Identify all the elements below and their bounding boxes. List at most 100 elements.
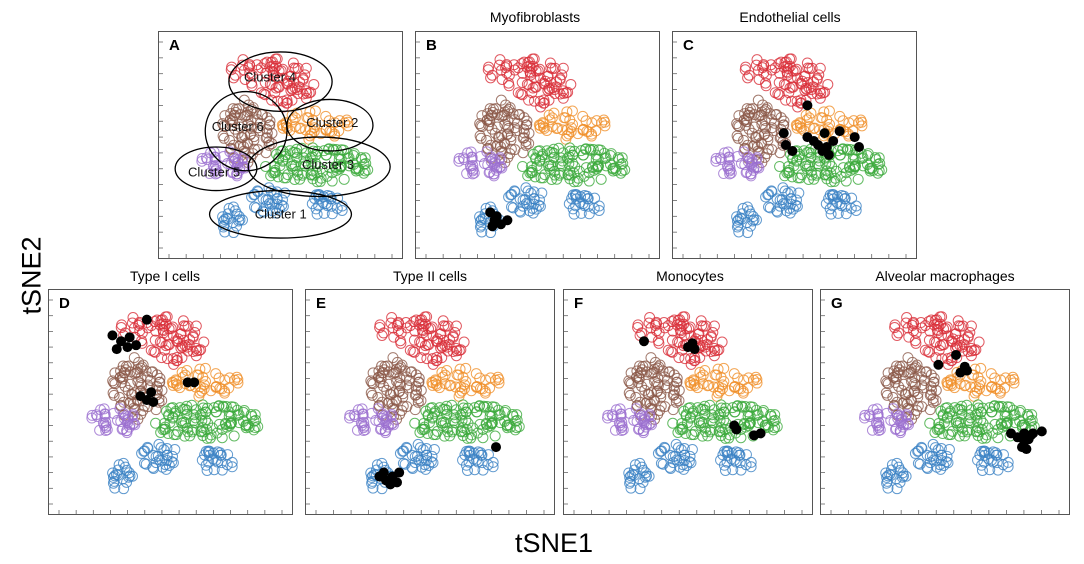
cell-point-cluster6 xyxy=(909,378,921,390)
cell-point-cluster3 xyxy=(572,172,584,184)
cell-point-cluster4 xyxy=(784,82,796,94)
cell-point-cluster4 xyxy=(453,344,465,356)
cell-point-cluster1 xyxy=(476,213,488,225)
cell-point-cluster3 xyxy=(474,400,486,412)
cell-point-cluster3 xyxy=(752,417,764,429)
cell-point-cluster4 xyxy=(751,54,763,66)
cell-point-cluster3 xyxy=(205,429,217,441)
cell-point-cluster6 xyxy=(637,360,649,372)
cell-point-cluster6 xyxy=(391,395,403,407)
cell-point-cluster6 xyxy=(927,396,939,408)
cell-point-cluster5 xyxy=(209,151,221,163)
cell-point-cluster4 xyxy=(923,315,935,327)
cell-point-cluster5 xyxy=(99,408,111,420)
cell-point-cluster3 xyxy=(742,406,754,418)
cell-point-cluster4 xyxy=(190,320,202,332)
cell-point-cluster4 xyxy=(791,63,803,75)
cell-point-cluster1 xyxy=(107,467,119,479)
cell-point-cluster5 xyxy=(873,425,885,437)
cell-point-cluster6 xyxy=(521,115,533,127)
cell-point-cluster4 xyxy=(422,339,434,351)
highlighted-cell xyxy=(107,330,118,341)
cell-point-cluster3 xyxy=(989,418,1001,430)
cell-point-cluster6 xyxy=(887,391,899,403)
cell-point-cluster3 xyxy=(783,164,795,176)
cell-point-cluster5 xyxy=(114,403,126,415)
cell-point-cluster2 xyxy=(1008,373,1020,385)
cell-point-cluster6 xyxy=(108,389,120,401)
cell-point-cluster6 xyxy=(122,384,134,396)
cell-point-cluster4 xyxy=(757,62,769,74)
cell-point-cluster1 xyxy=(652,447,664,459)
cell-point-cluster3 xyxy=(697,430,709,442)
cell-point-cluster3 xyxy=(484,406,496,418)
cell-point-cluster6 xyxy=(502,128,514,140)
cell-point-cluster4 xyxy=(516,77,528,89)
cell-point-cluster4 xyxy=(934,311,946,323)
cell-point-cluster1 xyxy=(517,194,529,206)
cell-point-cluster1 xyxy=(764,202,776,214)
cell-point-cluster4 xyxy=(378,327,390,339)
cell-point-cluster4 xyxy=(923,346,935,358)
cell-point-cluster1 xyxy=(318,207,330,219)
cell-point-cluster3 xyxy=(605,148,617,160)
cell-point-cluster2 xyxy=(803,112,815,124)
cell-point-cluster2 xyxy=(577,110,589,122)
cell-point-cluster1 xyxy=(420,463,432,475)
highlighted-cell xyxy=(854,141,864,152)
cell-point-cluster3 xyxy=(213,418,225,430)
cell-point-cluster2 xyxy=(580,115,592,127)
cell-point-cluster3 xyxy=(466,429,478,441)
cell-point-cluster3 xyxy=(736,400,748,412)
cell-point-cluster3 xyxy=(187,424,199,436)
cell-point-cluster2 xyxy=(455,381,467,393)
cell-point-cluster1 xyxy=(398,445,410,457)
cell-point-cluster2 xyxy=(989,372,1001,384)
cell-point-cluster6 xyxy=(749,139,761,151)
cell-point-cluster5 xyxy=(453,155,465,167)
cell-point-cluster1 xyxy=(528,198,540,210)
highlighted-cell xyxy=(834,126,845,137)
cell-point-cluster6 xyxy=(505,131,517,143)
cell-point-cluster6 xyxy=(218,132,230,144)
cell-point-cluster3 xyxy=(598,147,610,159)
cell-point-cluster4 xyxy=(906,319,918,331)
cell-point-cluster6 xyxy=(738,134,750,146)
cell-point-cluster4 xyxy=(548,84,560,96)
cell-point-cluster1 xyxy=(155,442,167,454)
cell-point-cluster3 xyxy=(584,143,596,155)
cell-point-cluster4 xyxy=(447,346,459,358)
highlighted-cell xyxy=(141,314,152,325)
cell-point-cluster1 xyxy=(200,445,212,457)
cell-point-cluster4 xyxy=(308,78,320,90)
cell-point-cluster4 xyxy=(168,358,180,370)
cell-point-cluster4 xyxy=(450,320,462,332)
cell-point-cluster5 xyxy=(637,427,649,439)
cell-point-cluster6 xyxy=(624,389,636,401)
cell-point-cluster3 xyxy=(873,152,885,164)
cell-point-cluster6 xyxy=(754,110,766,122)
cell-point-cluster3 xyxy=(757,405,769,417)
cell-point-cluster2 xyxy=(304,124,316,136)
cell-point-cluster4 xyxy=(817,87,829,99)
cell-point-cluster6 xyxy=(509,114,521,126)
cell-point-cluster2 xyxy=(975,362,987,374)
cell-point-cluster4 xyxy=(773,58,785,70)
cell-point-cluster3 xyxy=(972,402,984,414)
cell-point-cluster5 xyxy=(224,146,236,158)
cell-point-cluster6 xyxy=(495,94,507,106)
cell-point-cluster3 xyxy=(695,420,707,432)
cell-point-cluster3 xyxy=(565,169,577,181)
cell-point-cluster1 xyxy=(223,202,235,214)
cell-point-cluster4 xyxy=(973,336,985,348)
cell-point-cluster3 xyxy=(706,415,718,427)
cell-point-cluster5 xyxy=(465,162,477,174)
cluster-label: Cluster 3 xyxy=(302,157,354,172)
cell-point-cluster3 xyxy=(724,429,736,441)
cell-point-cluster4 xyxy=(391,319,403,331)
cell-point-cluster2 xyxy=(436,366,448,378)
cell-point-cluster3 xyxy=(678,405,690,417)
cell-point-cluster3 xyxy=(448,409,460,421)
cell-point-cluster6 xyxy=(217,118,229,130)
cell-point-cluster5 xyxy=(901,409,913,421)
